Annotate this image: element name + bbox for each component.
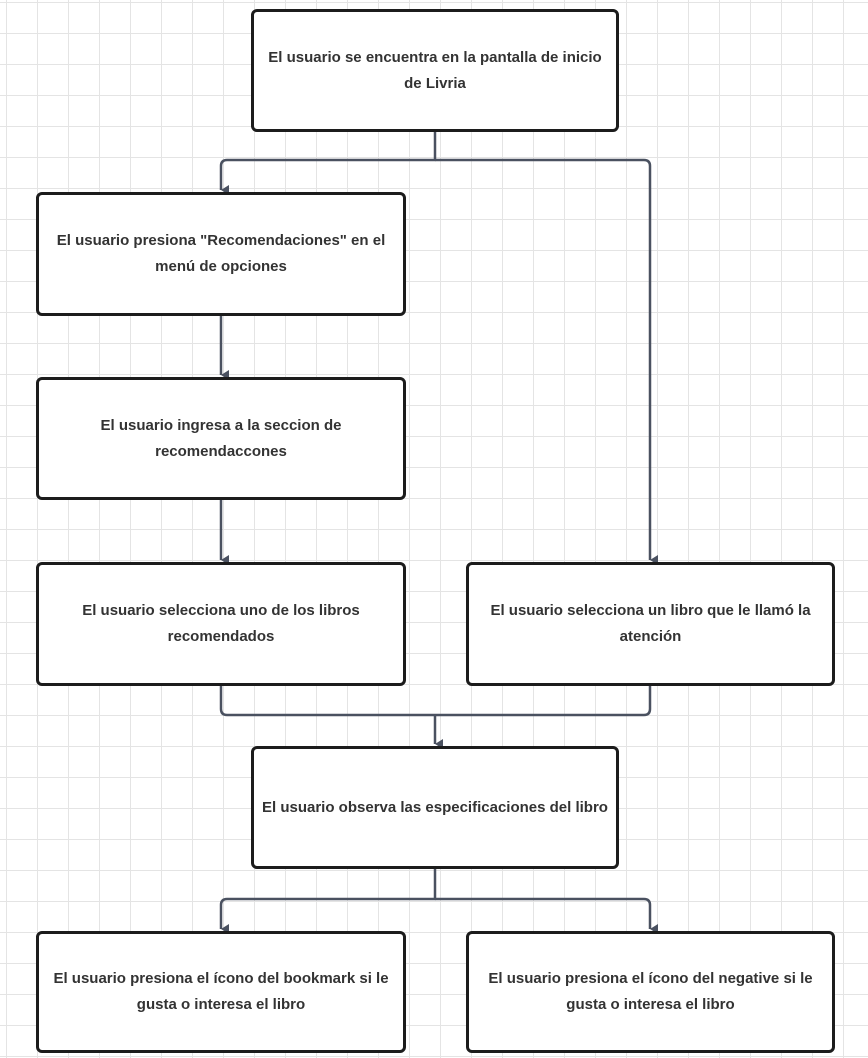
node-start: El usuario se encuentra en la pantalla d… — [251, 9, 619, 132]
node-press-bookmark-label: El usuario presiona el ícono del bookmar… — [53, 970, 389, 1013]
connector-start-to-select-interesting — [435, 158, 658, 565]
node-observe-specs-label: El usuario observa las especificaciones … — [262, 798, 608, 816]
connector-start-to-press-recommendations — [219, 132, 437, 195]
node-press-recommendations-label: El usuario presiona "Recomendaciones" en… — [56, 232, 386, 275]
node-press-negative: El usuario presiona el ícono del negativ… — [466, 931, 835, 1053]
node-observe-specs: El usuario observa las especificaciones … — [251, 746, 619, 869]
node-start-label: El usuario se encuentra en la pantalla d… — [268, 48, 602, 92]
node-select-recommended: El usuario selecciona uno de los libros … — [36, 562, 406, 686]
node-press-bookmark: El usuario presiona el ícono del bookmar… — [36, 931, 406, 1053]
node-enter-recommendations: El usuario ingresa a la seccion de recom… — [36, 377, 406, 500]
node-press-negative-label: El usuario presiona el ícono del negativ… — [488, 970, 813, 1013]
node-select-interesting-label: El usuario selecciona un libro que le ll… — [490, 602, 811, 645]
node-select-interesting: El usuario selecciona un libro que le ll… — [466, 562, 835, 686]
node-enter-recommendations-label: El usuario ingresa a la seccion de recom… — [100, 416, 342, 460]
connector-observe-to-bookmark — [219, 869, 437, 934]
node-select-recommended-label: El usuario selecciona uno de los libros … — [82, 602, 360, 645]
node-press-recommendations: El usuario presiona "Recomendaciones" en… — [36, 192, 406, 316]
connector-observe-to-negative — [435, 897, 658, 934]
connector-select-recommended-to-observe — [219, 686, 652, 717]
